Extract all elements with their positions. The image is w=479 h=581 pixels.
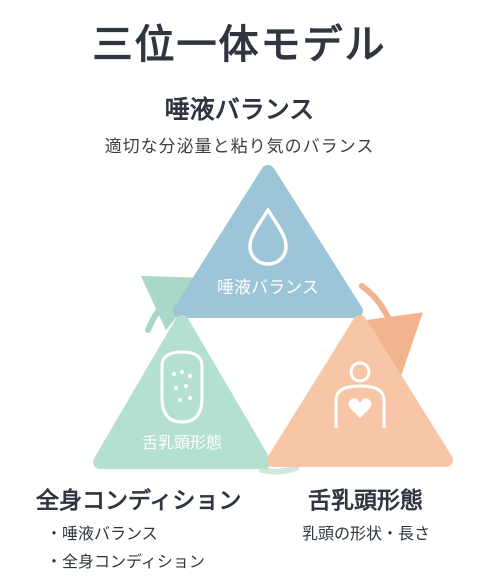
left-bullet-item: ・全身コンディション: [46, 552, 205, 571]
top-subtitle: 適切な分泌量と粘り気のバランス: [104, 137, 375, 157]
left-bullet-item: ・唾液バランス: [46, 524, 158, 543]
left-triangle-label: 舌乳頭形態: [142, 433, 222, 452]
right-subtitle: 乳頭の形状・長さ: [302, 524, 431, 543]
body-heart-icon: [334, 361, 386, 428]
right-heading: 舌乳頭形態: [308, 488, 423, 514]
left-triangle: [93, 315, 271, 469]
top-triangle-label: 唾液バランス: [217, 278, 319, 298]
arrow-top-to-right: [359, 283, 423, 376]
top-triangle: [173, 165, 363, 318]
left-heading: 全身コンディション: [36, 488, 242, 514]
arrow-left-to-top: [140, 275, 208, 333]
arrow-bottom-connector: [259, 465, 299, 475]
water-drop-icon: [248, 208, 288, 266]
top-heading: 唾液バランス: [164, 95, 315, 124]
main-title: 三位一体モデル: [92, 22, 387, 68]
right-triangle: [267, 315, 453, 467]
tongue-icon: [160, 350, 204, 424]
